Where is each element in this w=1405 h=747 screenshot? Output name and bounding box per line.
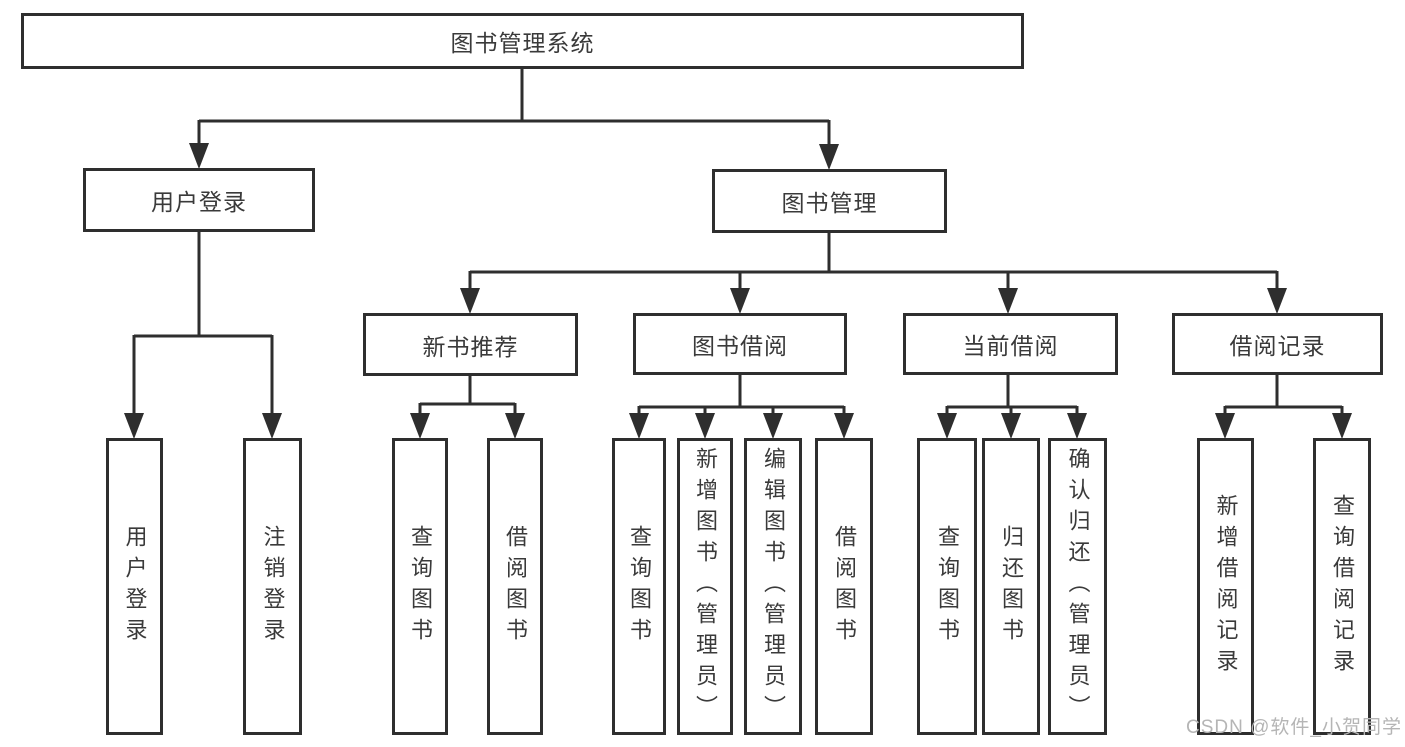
leaf-edit-book-admin: 编辑图书（管理员） [744,438,802,735]
leaf-query-books-current-label: 查询图书 [935,524,960,649]
node-book-management: 图书管理 [712,169,947,233]
leaf-logout: 注销登录 [243,438,302,735]
leaf-query-books-borrowing-label: 查询图书 [627,524,652,649]
node-book-management-label: 图书管理 [781,190,878,216]
leaf-query-borrow-record-label: 查询借阅记录 [1330,493,1355,680]
leaf-logout-label: 注销登录 [260,524,286,649]
leaf-edit-book-admin-label: 编辑图书（管理员） [761,447,786,726]
leaf-add-book-admin: 新增图书（管理员） [677,438,733,735]
leaf-confirm-return-admin-label: 确认归还（管理员） [1065,447,1091,726]
node-user-login-label: 用户登录 [151,189,247,215]
leaf-query-books-recommend: 查询图书 [392,438,448,735]
leaf-query-books-recommend-label: 查询图书 [408,524,433,649]
leaf-query-borrow-record: 查询借阅记录 [1313,438,1371,735]
leaf-add-book-admin-label: 新增图书（管理员） [693,447,718,726]
node-book-borrowing: 图书借阅 [633,313,847,375]
leaf-borrow-books-recommend-label: 借阅图书 [503,524,528,649]
node-current-borrowing: 当前借阅 [903,313,1118,375]
leaf-user-login: 用户登录 [106,438,163,735]
node-user-login: 用户登录 [83,168,315,232]
node-new-book-recommendation: 新书推荐 [363,313,578,376]
leaf-user-login-label: 用户登录 [122,524,148,649]
leaf-return-books: 归还图书 [982,438,1040,735]
node-new-book-recommendation-label: 新书推荐 [422,333,519,360]
leaf-add-borrow-record-label: 新增借阅记录 [1213,493,1239,680]
node-current-borrowing-label: 当前借阅 [962,333,1059,359]
node-book-borrowing-label: 图书借阅 [692,333,788,359]
leaf-borrow-books-borrowing-label: 借阅图书 [832,524,857,649]
leaf-borrow-books-borrowing: 借阅图书 [815,438,873,735]
node-borrowing-records: 借阅记录 [1172,313,1383,375]
leaf-confirm-return-admin: 确认归还（管理员） [1048,438,1107,735]
watermark: CSDN @软件_小贺同学 [1186,717,1402,738]
leaf-query-books-current: 查询图书 [917,438,977,735]
leaf-query-books-borrowing: 查询图书 [612,438,666,735]
node-borrowing-records-label: 借阅记录 [1229,333,1326,359]
node-library-system: 图书管理系统 [21,13,1024,69]
leaf-return-books-label: 归还图书 [999,524,1024,649]
node-library-system-label: 图书管理系统 [450,30,595,56]
leaf-add-borrow-record: 新增借阅记录 [1197,438,1254,735]
leaf-borrow-books-recommend: 借阅图书 [487,438,543,735]
